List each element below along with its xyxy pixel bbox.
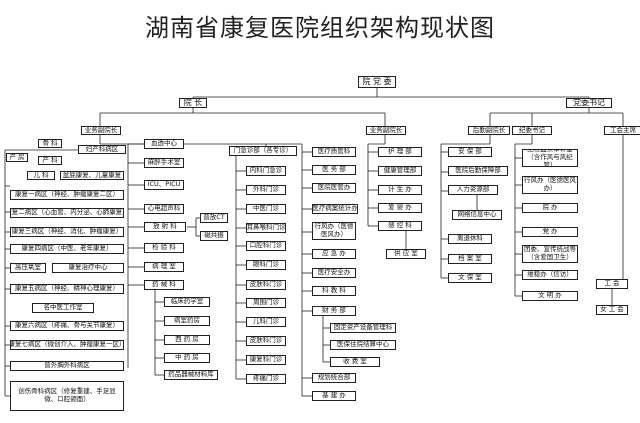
supply-room-box: 供 应 室 <box>386 249 426 259</box>
cashier-box: 收 费 室 <box>330 357 380 367</box>
maternity-room-box: 产 房 <box>6 153 28 162</box>
rehab-therapy-center-box: 康复治疗中心 <box>52 263 124 273</box>
obstetrics-box: 产 科 <box>38 156 62 165</box>
security-dept-box: 安 保 部 <box>448 147 492 157</box>
emergency-office-box: 应 急 办 <box>312 249 356 259</box>
bone-dept-box: 骨 科 <box>38 139 62 148</box>
business-vp-mid-box: 业务副院长 <box>366 126 406 135</box>
family-planning-box: 计 生 办 <box>378 185 422 195</box>
outpatient-clinic-box: 内科门急诊 <box>246 166 286 176</box>
rehab-ward-4-box: 康复四病区（中医、老年康复） <box>10 244 124 254</box>
outpatient-clinic-box: 皮肤科门诊 <box>246 280 286 290</box>
laboratory-box: 检 验 科 <box>144 243 184 253</box>
ward-pharmacy-box: 病室药房 <box>164 316 210 326</box>
nursing-dept-box: 护 理 部 <box>378 147 422 157</box>
union-chair-box: 工会主席 <box>604 126 640 135</box>
page-title: 湖南省康复医院组织架构现状图 <box>145 14 495 42</box>
rehab-ward-2-box: 康复二病区（心血管、内分泌、心肺康复） <box>10 208 124 218</box>
rehab-ward-7-box: 康复七病区（微创介入、肿瘤康复一区） <box>10 340 124 350</box>
publicity-box: 团委、宣传统战等（含爱国卫生） <box>522 245 578 263</box>
western-pharmacy-box: 西 药 房 <box>164 335 210 345</box>
women-union-box: 女 工 会 <box>596 305 628 315</box>
medical-safety-box: 医疗安全办 <box>312 268 356 278</box>
ecg-ultrasound-box: 心电超声科 <box>144 204 184 214</box>
pelvic-child-rehab-box: 盆底康复、儿童康复 <box>60 171 124 180</box>
radiology-box: 放 射 科 <box>144 222 186 232</box>
general-surgery-ward-box: 普外胸外科病区 <box>10 361 124 371</box>
medical-affairs-box: 医 务 部 <box>312 165 356 175</box>
conduct-office-box: 行风办（医德医风办） <box>312 222 356 240</box>
icu-box: ICU、PICU <box>144 180 184 190</box>
rehab-ward-3-box: 康复三病区（神经、消化、肿瘤康复） <box>10 227 124 237</box>
logistics-vp-box: 后勤副院长 <box>468 126 510 135</box>
retirement-office-box: 离退休科 <box>448 234 492 244</box>
trauma-ortho-ward-box: 创伤骨科病区（修复重建、手足显微、口腔颌面） <box>10 381 124 411</box>
anesthesia-room-box: 麻醉手术室 <box>144 158 184 168</box>
outpatient-clinic-box: 中医门诊 <box>246 204 286 214</box>
stability-office-box: 维稳办（信访） <box>522 270 578 280</box>
education-box: 科 教 科 <box>312 286 356 296</box>
hospital-office-box: 院 办 <box>522 203 578 213</box>
document-office-box: 文 保 室 <box>448 273 492 283</box>
asset-management-box: 固定资产设备管理科 <box>330 323 396 333</box>
mri-box: 磁共振 <box>200 231 228 241</box>
rehab-ward-6-box: 康复六病区（疼痛、骨与关节康复） <box>10 321 124 331</box>
ct-box: 普放CT <box>200 213 228 223</box>
pharmacy-dept-box: 药 械 科 <box>144 280 184 290</box>
rehab-ward-1-box: 康复一病区（神经、肿瘤康复二区） <box>10 190 124 200</box>
outpatient-clinic-box: 儿科门诊 <box>246 317 286 327</box>
construction-office-box: 基 建 办 <box>312 391 356 401</box>
medical-records-box: 医疗病案统计办 <box>312 204 358 214</box>
insurance-settlement-box: 医保住院结算中心 <box>330 340 396 350</box>
audit-office-box: 纪检监察审计室（含作风与风纪管） <box>522 149 578 167</box>
tcm-studio-box: 名中医工作室 <box>32 303 94 313</box>
union-box: 工 会 <box>596 279 628 289</box>
outpatient-clinic-box: 康复科门诊 <box>246 355 286 365</box>
dialysis-center-box: 血透中心 <box>144 139 184 149</box>
outpatient-clinic-box: 疼痛门诊 <box>246 374 286 384</box>
medical-quality-box: 医疗质管科 <box>312 147 356 157</box>
materials-warehouse-box: 药品器械材料库 <box>164 370 218 380</box>
chinese-pharmacy-box: 中 药 房 <box>164 353 210 363</box>
president-box: 院 长 <box>179 98 207 108</box>
party-committee-box: 院 党 委 <box>358 76 396 88</box>
party-office-box: 党 办 <box>522 227 578 237</box>
hyperbaric-oxygen-box: 高压氧室 <box>10 263 46 273</box>
it-center-box: 网络信息中心 <box>452 210 502 220</box>
outpatient-clinic-box: 皮肤科门诊 <box>246 336 286 346</box>
hr-dept-box: 人力资源部 <box>448 185 498 195</box>
planning-dept-box: 规划统合部 <box>312 373 356 383</box>
outpatient-dept-box: 门急诊部（各专诊） <box>229 146 297 156</box>
baby-friendly-office-box: 爱 婴 办 <box>378 203 422 213</box>
outpatient-clinic-box: 耳鼻喉科门诊 <box>246 223 286 233</box>
outpatient-clinic-box: 眼科门诊 <box>246 260 286 270</box>
conduct-office-2-box: 行风办（医德医风办） <box>522 176 578 194</box>
gyn-ward-box: 妇产科病区 <box>78 145 126 154</box>
finance-box: 财 务 部 <box>312 306 356 316</box>
pediatrics-box: 儿 科 <box>27 171 55 180</box>
logistics-support-box: 医院后勤保障部 <box>448 166 508 176</box>
rehab-ward-5-box: 康复五病区（神经、精神心理康复） <box>10 284 124 294</box>
discipline-secretary-box: 纪委书记 <box>512 126 552 135</box>
hospital-admin-office-box: 医院医管办 <box>312 183 356 193</box>
party-secretary-box: 党委书记 <box>566 98 612 108</box>
archives-box: 档 案 室 <box>448 254 492 264</box>
civility-office-box: 文 明 办 <box>522 291 578 301</box>
business-vp-left-box: 业务副院长 <box>81 126 121 135</box>
clinical-pharmacy-box: 临床药学室 <box>164 297 210 307</box>
outpatient-clinic-box: 口腔科门诊 <box>246 241 286 251</box>
pathology-box: 病 理 室 <box>144 262 184 272</box>
outpatient-clinic-box: 周围门诊 <box>246 298 286 308</box>
infection-control-box: 感 控 科 <box>378 221 422 231</box>
health-management-box: 健康管理部 <box>378 166 422 176</box>
outpatient-clinic-box: 外科门诊 <box>246 185 286 195</box>
